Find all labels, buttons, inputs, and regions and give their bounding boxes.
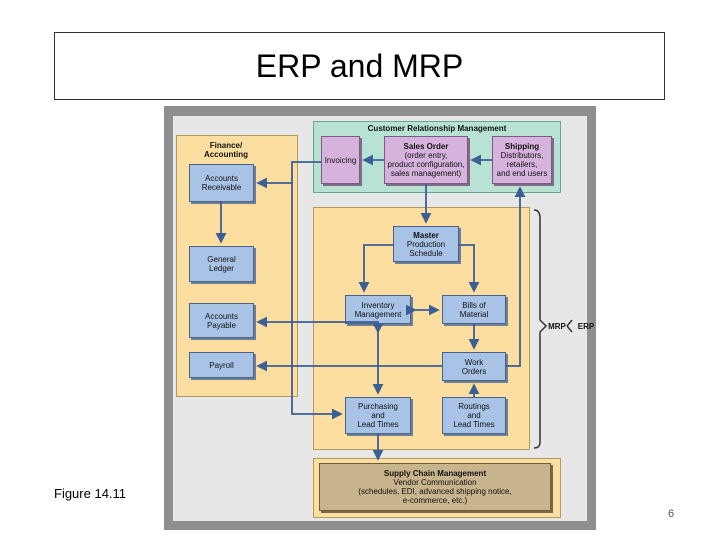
invoicing-box: Invoicing (321, 136, 360, 184)
supply-chain-box: Supply Chain Management Vendor Communica… (319, 463, 551, 511)
purchasing-box: Purchasing and Lead Times (345, 397, 411, 434)
erp-bracket (566, 319, 573, 333)
arrow-ledger-to-scm (291, 183, 343, 420)
figure-label: Figure 14.11 (54, 486, 127, 501)
erp-bracket-label: ERP (577, 322, 595, 331)
routings-box: Routings and Lead Times (442, 397, 506, 434)
mrp-bracket (533, 209, 548, 449)
arrow-workorders-to-shipping (506, 186, 526, 367)
payroll-box: Payroll (189, 352, 254, 378)
finance-title: Finance/ Accounting (204, 141, 248, 159)
crm-title: Customer Relationship Management (367, 124, 507, 133)
page-number: 6 (668, 508, 675, 520)
general-ledger-box: General Ledger (189, 246, 254, 282)
slide-title: ERP and MRP (255, 47, 464, 84)
shipping-box: Shipping Distributors, retailers, and en… (492, 136, 552, 184)
sales-order-box: Sales Order (order entry, product config… (384, 136, 468, 184)
inventory-management-box: Inventory Management (345, 295, 411, 324)
arrow-purchasing-to-ap (256, 316, 379, 328)
master-production-schedule-box: Master Production Schedule (393, 226, 459, 262)
mrp-bracket-label: MRP (548, 322, 566, 331)
work-orders-box: Work Orders (442, 352, 506, 381)
slide-title-box: ERP and MRP (54, 32, 665, 100)
arrow-mps-to-bom (459, 244, 480, 293)
arrow-invoicing-to-ar (256, 161, 321, 189)
accounts-receivable-box: Accounts Receivable (189, 164, 254, 202)
bills-of-material-box: Bills of Material (442, 295, 506, 324)
accounts-payable-box: Accounts Payable (189, 303, 254, 338)
arrow-mps-to-inventory (358, 244, 393, 293)
